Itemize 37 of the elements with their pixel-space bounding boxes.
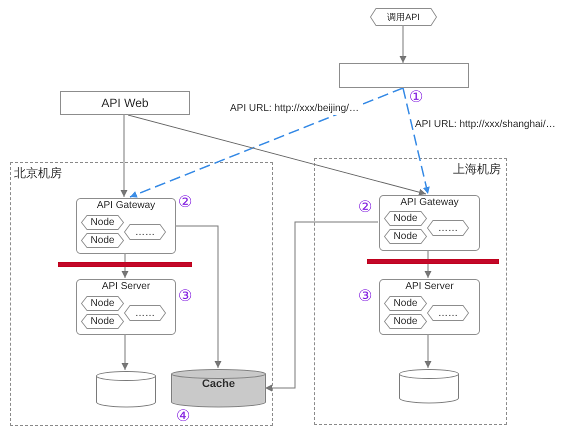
step-number: ③ [178,287,192,305]
room-region [314,158,507,425]
service-box [379,195,480,251]
arrow [424,334,432,368]
step-number: ④ [176,407,190,425]
cache-cylinder: Cache [171,369,266,407]
process-box [339,63,469,88]
room-label: 北京机房 [14,165,62,182]
arrow [264,222,378,392]
step-number: ② [358,198,372,216]
arrow [122,252,128,278]
step-number: ① [409,88,424,106]
hexagon-node: 调用API [370,8,437,26]
arrow [400,26,406,64]
room-region [10,162,273,426]
service-box [76,198,176,254]
arrow [402,88,430,194]
arrow [130,87,404,198]
database-cylinder [96,371,156,407]
box-title: API Gateway [96,200,156,211]
box-title: API Server [404,281,455,292]
process-box: API Web [60,91,190,115]
edge-label: API URL: http://xxx/beijing/… [229,103,360,115]
database-cylinder [399,369,459,403]
service-box [76,279,176,335]
arrow [120,114,128,198]
arrow [128,114,426,196]
arrow [424,250,432,278]
room-label: 上海机房 [453,161,501,178]
edge-label: API URL: http://xxx/shanghai/… [414,119,557,131]
step-number: ③ [358,287,372,305]
box-title: API Server [100,281,152,292]
arrow [174,226,222,368]
arrow [122,334,128,370]
step-number: ② [178,193,192,211]
service-box [379,279,480,335]
box-title: API Gateway [399,197,460,208]
